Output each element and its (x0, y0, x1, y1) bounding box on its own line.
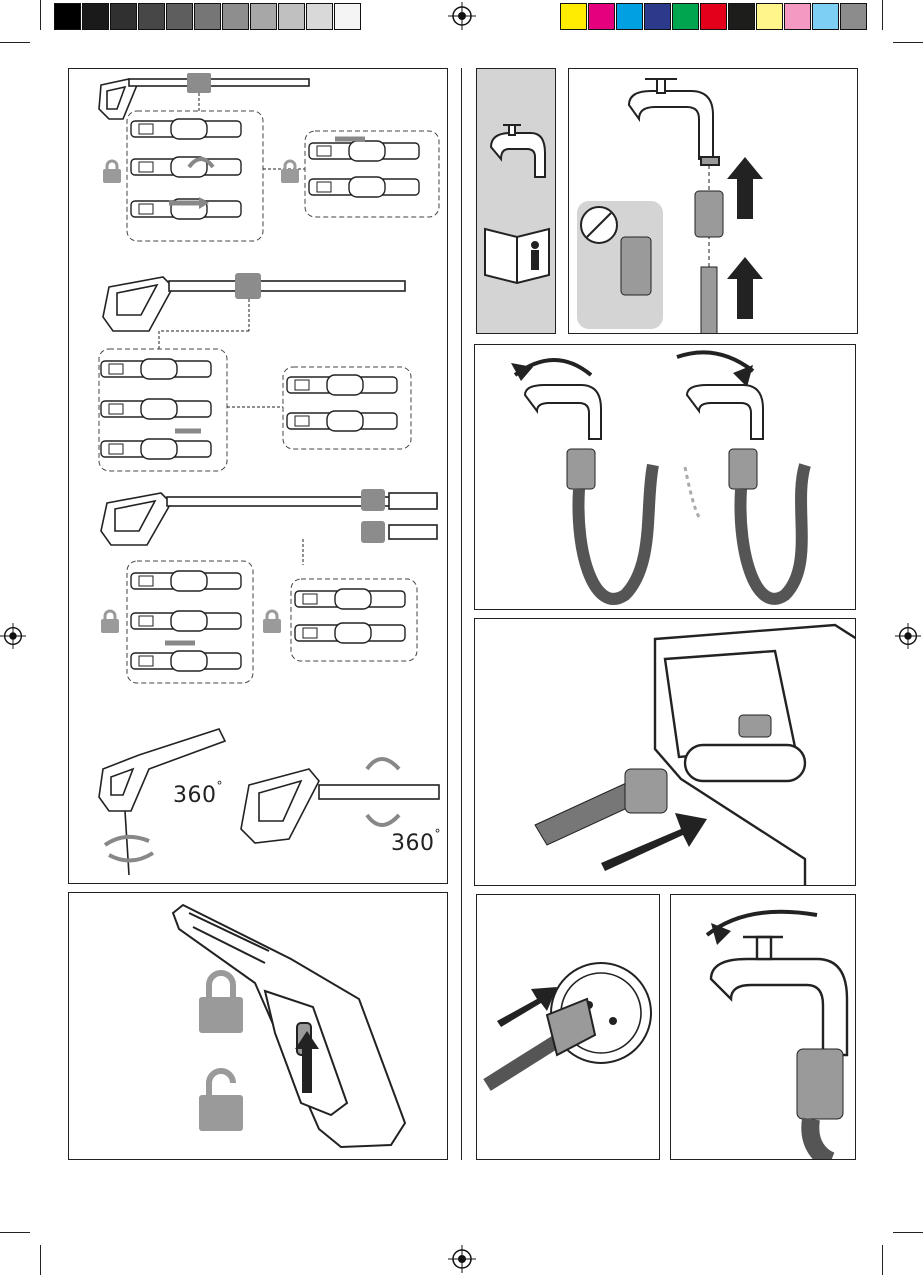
color-swatch (728, 3, 755, 30)
info-manual-icon (485, 229, 549, 283)
padlock-closed-icon (199, 973, 243, 1033)
registration-mark-icon (448, 2, 476, 30)
crop-mark (882, 0, 883, 30)
rotation-unit-left: ° (217, 779, 224, 793)
rotation-unit-right: ° (435, 827, 442, 841)
faucet-top (629, 79, 719, 165)
lance-assembly-panel: 360° 360° (68, 68, 448, 884)
hose-faucet-panel (474, 344, 856, 610)
padlock-open-icon (199, 1071, 243, 1131)
power-plug-panel (476, 894, 660, 1160)
crop-mark (882, 1245, 883, 1275)
faucet-icon (491, 125, 545, 177)
color-swatch (840, 3, 867, 30)
gray-swatch (194, 3, 221, 30)
gray-swatch (138, 3, 165, 30)
power-plug-illustration (477, 895, 660, 1160)
color-swatch (588, 3, 615, 30)
open-faucet-illustration (671, 895, 856, 1160)
water-supply-sidebar (476, 68, 556, 334)
crop-mark (40, 1245, 41, 1275)
registration-mark-icon (895, 623, 921, 649)
gray-swatch (306, 3, 333, 30)
grayscale-bar (54, 0, 364, 32)
gray-swatch (250, 3, 277, 30)
color-bar (560, 0, 870, 32)
open-faucet-panel (670, 894, 856, 1160)
gray-swatch (334, 3, 361, 30)
color-swatch (756, 3, 783, 30)
lance-assembly-illustration (69, 69, 448, 884)
rotation-label-right: 360° (391, 831, 441, 856)
crop-mark (0, 42, 30, 43)
rotation-value-left: 360 (173, 783, 217, 808)
gray-swatch (222, 3, 249, 30)
gray-swatch (166, 3, 193, 30)
machine-inlet-panel (474, 618, 856, 886)
machine-inlet-illustration (475, 619, 856, 886)
crop-mark (0, 1232, 30, 1233)
adapter-connection-illustration (569, 69, 858, 334)
color-swatch (616, 3, 643, 30)
gray-swatch (278, 3, 305, 30)
spray-gun-3 (101, 493, 437, 545)
trigger-lock-illustration (69, 893, 448, 1160)
color-swatch (644, 3, 671, 30)
color-swatch (812, 3, 839, 30)
trigger-lock-panel (68, 892, 448, 1160)
color-swatch (560, 3, 587, 30)
crop-mark (893, 42, 923, 43)
adapter-connection-panel (568, 68, 858, 334)
color-swatch (784, 3, 811, 30)
rotation-value-right: 360 (391, 831, 435, 856)
registration-mark-icon (448, 1245, 476, 1273)
color-swatch (672, 3, 699, 30)
rotation-label-left: 360° (173, 783, 223, 808)
registration-mark-icon (0, 623, 26, 649)
color-swatch (700, 3, 727, 30)
crop-mark (893, 1232, 923, 1233)
hose-faucet-illustration (475, 345, 856, 610)
gray-swatch (54, 3, 81, 30)
crop-mark (40, 0, 41, 30)
page-fold-line (461, 68, 462, 1160)
gray-swatch (110, 3, 137, 30)
gray-swatch (82, 3, 109, 30)
